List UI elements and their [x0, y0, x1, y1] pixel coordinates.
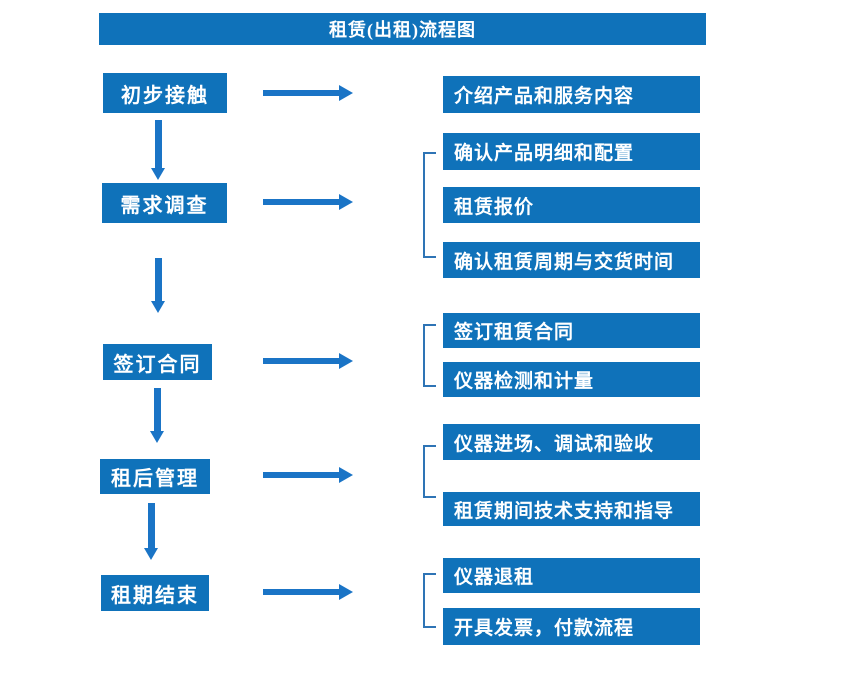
stage-box-demand-survey: 需求调查 [102, 183, 227, 223]
stage-box-post-rental-management: 租后管理 [100, 459, 210, 494]
detail-box-instrument-inspection: 仪器检测和计量 [443, 362, 700, 397]
bracket-group-lease-end-details [423, 573, 436, 628]
detail-box-invoice-payment: 开具发票，付款流程 [443, 608, 700, 645]
arrow-down-icon [151, 120, 165, 180]
detail-box-instrument-setup-acceptance: 仪器进场、调试和验收 [443, 424, 700, 460]
arrow-down-icon [144, 503, 158, 560]
stage-box-initial-contact: 初步接触 [103, 73, 227, 113]
bracket-group-management-details [423, 445, 436, 498]
detail-box-confirm-product-details: 确认产品明细和配置 [443, 133, 700, 170]
arrow-right-icon [263, 85, 353, 101]
detail-box-introduce-products: 介绍产品和服务内容 [443, 76, 700, 113]
arrow-right-icon [263, 194, 353, 210]
arrow-down-icon [150, 388, 164, 443]
flowchart-title: 租赁(出租)流程图 [99, 13, 706, 45]
stage-box-sign-contract: 签订合同 [103, 344, 212, 380]
arrow-right-icon [263, 353, 353, 369]
detail-box-confirm-rental-period: 确认租赁周期与交货时间 [443, 242, 700, 278]
detail-box-technical-support: 租赁期间技术支持和指导 [443, 492, 700, 526]
bracket-group-demand-details [423, 152, 436, 258]
arrow-right-icon [263, 584, 353, 600]
bracket-group-contract-details [423, 324, 436, 387]
stage-box-lease-end: 租期结束 [101, 575, 209, 611]
arrow-down-icon [151, 258, 165, 313]
detail-box-instrument-return: 仪器退租 [443, 558, 700, 593]
arrow-right-icon [263, 467, 353, 483]
detail-box-rental-quotation: 租赁报价 [443, 187, 700, 223]
detail-box-sign-rental-contract: 签订租赁合同 [443, 313, 700, 348]
